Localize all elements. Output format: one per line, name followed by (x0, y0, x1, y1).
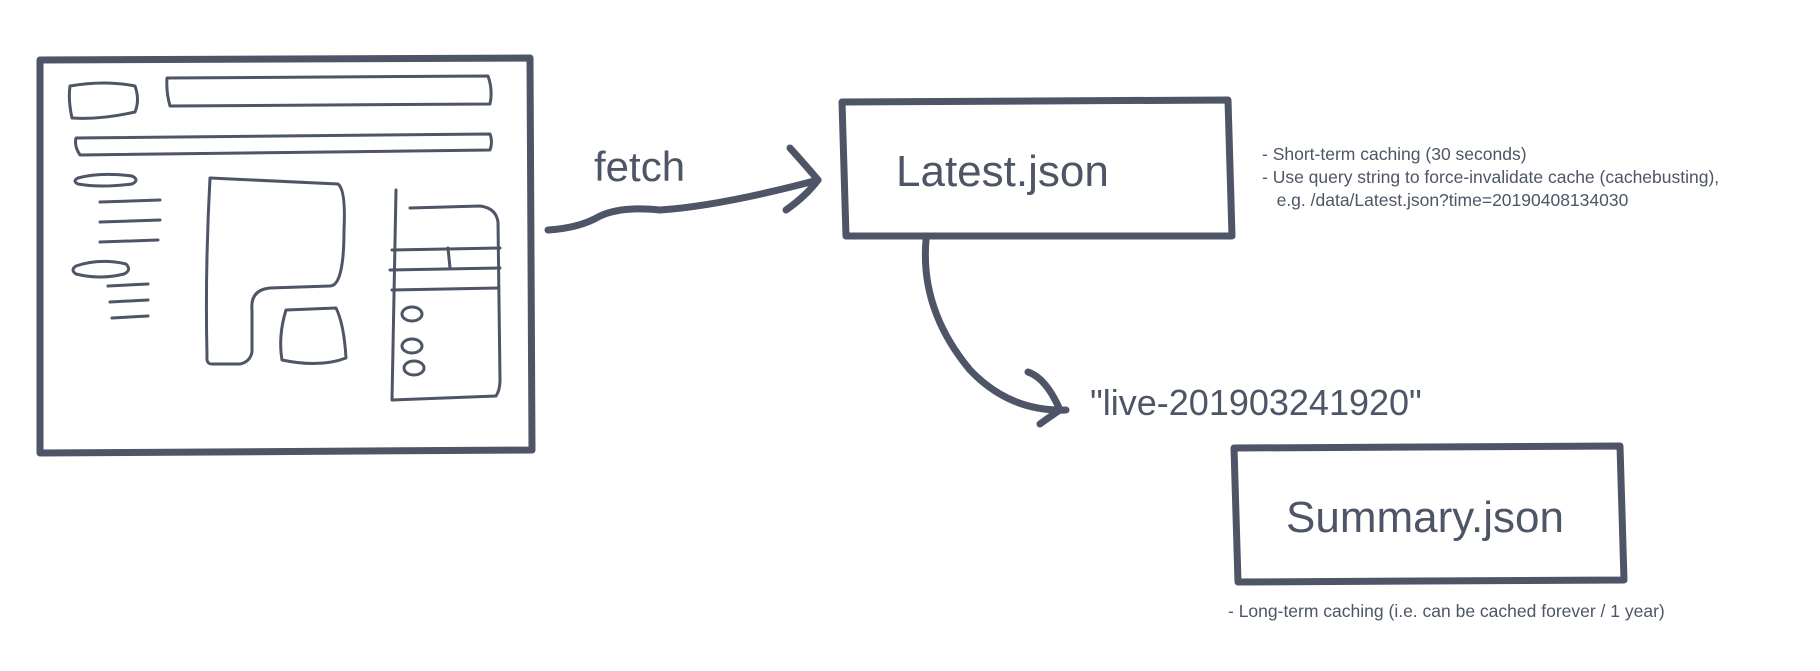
summary-json-title: Summary.json (1286, 493, 1564, 542)
wireframe-logo (67, 81, 139, 120)
wireframe-bullet-circle (400, 337, 424, 355)
latest-note-line: e.g. /data/Latest.json?time=201904081340… (1262, 190, 1629, 210)
wireframe-sidebar-line (106, 282, 150, 288)
fetch-arrow (544, 144, 822, 234)
wireframe-sidebar-line (98, 198, 162, 204)
wireframe-header-bar (165, 74, 493, 108)
latest-note-line: - Use query string to force-invalidate c… (1262, 167, 1720, 187)
wireframe-sidebar-bullet (73, 172, 138, 188)
wireframe-sidebar-line (110, 314, 150, 320)
wireframe-sidebar-bullet (71, 259, 131, 279)
summary-note-line: - Long-term caching (i.e. can be cached … (1228, 601, 1665, 621)
wireframe-content-box (279, 306, 348, 366)
fetch-arrow-head (782, 144, 822, 214)
latest-note-line: - Short-term caching (30 seconds) (1262, 144, 1527, 164)
pointer-arrow-shaft (921, 236, 1070, 414)
wireframe-sidebar-line (98, 238, 160, 244)
wireframe-panel-tick (446, 246, 452, 270)
wireframe-sidebar-line (108, 298, 150, 304)
pointer-arrow (921, 236, 1070, 428)
wireframe-nav-bar (74, 132, 493, 157)
wireframe-bullet-circle (402, 359, 426, 377)
fetch-label: fetch (594, 143, 686, 190)
latest-json-notes: - Short-term caching (30 seconds) - Use … (1262, 143, 1719, 212)
webpage-wireframe-sketch (36, 54, 536, 457)
summary-json-box (1230, 442, 1628, 586)
wireframe-panel-divider (390, 246, 502, 252)
pointer-arrow-head (1024, 368, 1064, 428)
latest-json-box (838, 96, 1236, 240)
wireframe-panel-divider (388, 266, 502, 272)
live-pointer-value: "live-201903241920" (1090, 382, 1422, 423)
wireframe-frame (36, 54, 536, 457)
wireframe-right-panel (390, 188, 502, 402)
wireframe-panel-divider (390, 286, 500, 292)
summary-json-notes: - Long-term caching (i.e. can be cached … (1228, 600, 1665, 623)
wireframe-main-content (204, 176, 346, 366)
fetch-arrow-shaft (544, 176, 822, 234)
latest-json-title: Latest.json (896, 147, 1109, 196)
wireframe-sidebar-line (98, 218, 162, 224)
wireframe-bullet-circle (400, 305, 424, 323)
